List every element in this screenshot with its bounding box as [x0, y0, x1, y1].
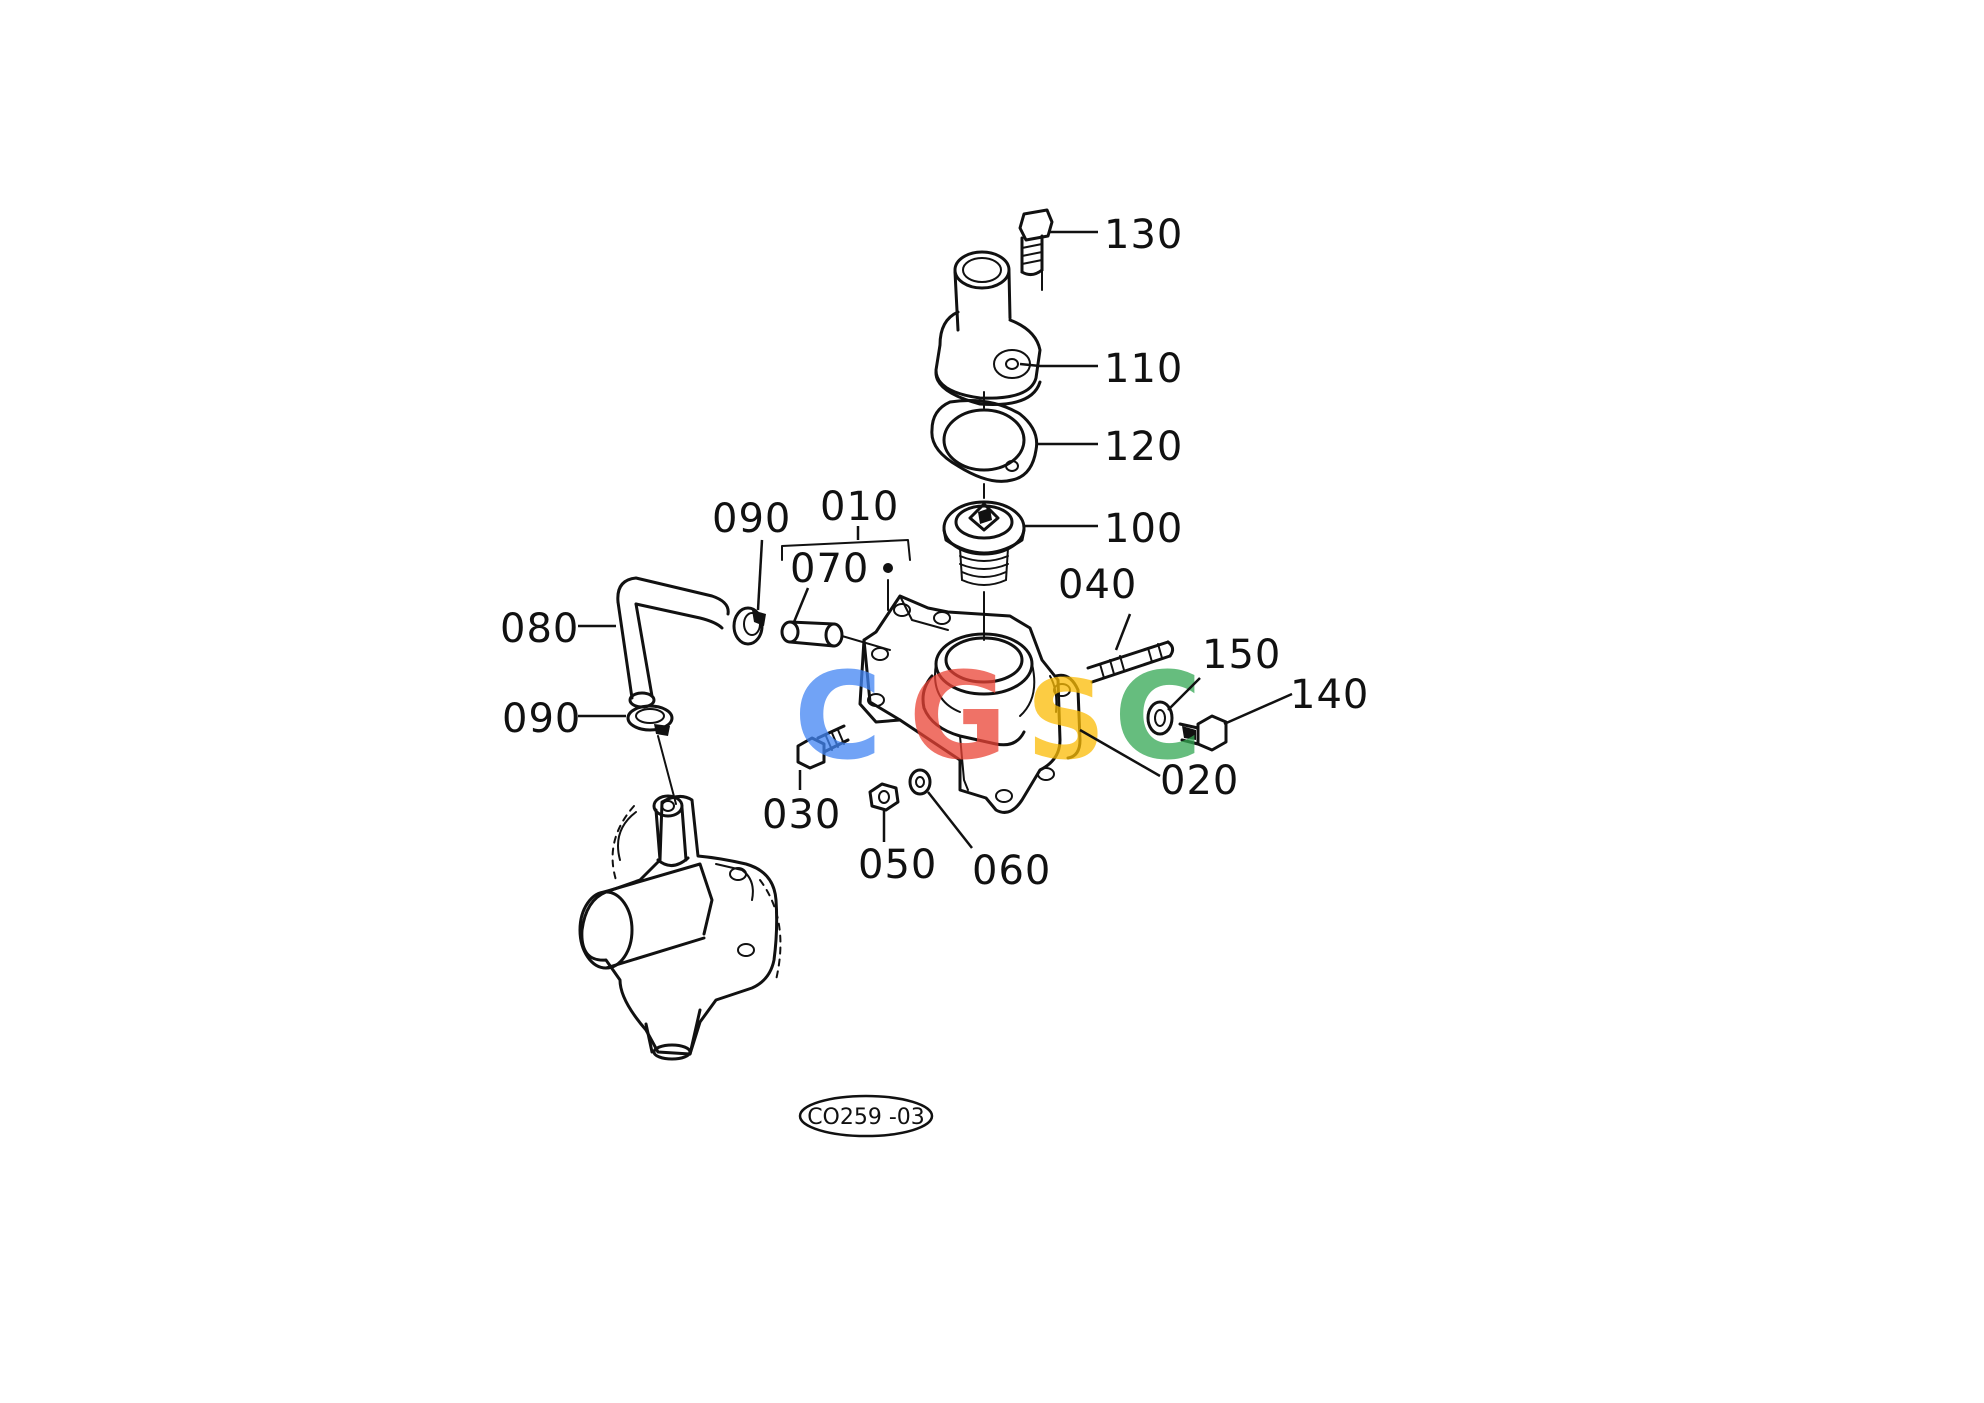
watermark-letter-s: S	[1026, 656, 1105, 784]
callout-120: 120	[1104, 424, 1183, 470]
nut-050	[868, 782, 900, 812]
hose-080	[616, 576, 730, 709]
callout-070: 070	[790, 546, 869, 592]
washer-150	[1146, 700, 1174, 736]
gasket-120	[930, 391, 1039, 483]
callouts: 130 110 120 100 040 150 140 020 010 090 …	[500, 212, 1369, 894]
thermostat-100	[942, 483, 1026, 641]
watermark-letter-g: G	[909, 648, 1008, 787]
clamp-090-top	[732, 606, 766, 646]
callout-040: 040	[1058, 562, 1137, 608]
callout-050: 050	[858, 842, 937, 888]
reference-code: CO259 -03	[807, 1105, 925, 1130]
callout-140: 140	[1290, 672, 1369, 718]
water-pump	[578, 794, 782, 1061]
gasket-020	[1053, 673, 1082, 760]
callout-020: 020	[1160, 758, 1239, 804]
callout-080: 080	[500, 606, 579, 652]
callout-100: 100	[1104, 506, 1183, 552]
bolt-130	[1018, 208, 1054, 277]
callout-060: 060	[972, 848, 1051, 894]
callout-010: 010	[820, 484, 899, 530]
callout-150: 150	[1202, 632, 1281, 678]
callout-030: 030	[762, 792, 841, 838]
watermark-letter-c2: C	[1114, 648, 1202, 787]
pipe-070	[780, 620, 891, 651]
callout-110: 110	[1104, 346, 1183, 392]
leader-lines	[578, 230, 1293, 849]
watermark-letter-c: C	[794, 648, 882, 787]
thermostat-housing-010	[858, 563, 1062, 814]
stud-040	[1086, 640, 1175, 684]
reference-code-badge: CO259 -03	[798, 1094, 934, 1138]
bolt-030	[796, 724, 850, 770]
callout-090-left: 090	[502, 696, 581, 742]
clamp-090-lower	[626, 704, 677, 805]
watermark-logo: C G S C	[794, 648, 1202, 787]
assembly-bracket	[781, 539, 911, 561]
washer-060	[908, 768, 932, 796]
callout-090-top: 090	[712, 496, 791, 542]
thermostat-cover-110	[934, 245, 1043, 407]
callout-130: 130	[1104, 212, 1183, 258]
plug-140	[1178, 714, 1228, 752]
